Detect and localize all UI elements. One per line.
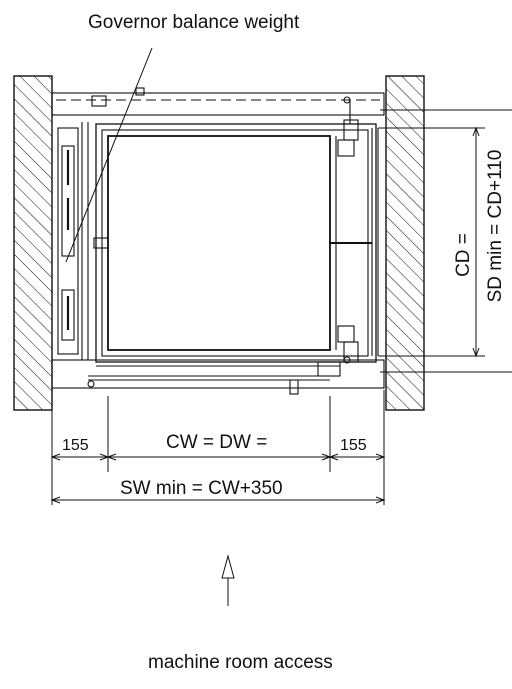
top-landing-strip [51,87,385,116]
cw-dw-label: CW = DW = [166,432,268,453]
depth-dimension-lines [378,109,512,373]
counterweight-frame [57,122,89,360]
right-shaft-wall [385,75,425,411]
machine-room-access-label: machine room access [148,652,333,673]
right-clearance-label: 155 [340,437,367,454]
sw-min-label: SW min = CW+350 [120,478,283,499]
governor-leader-line [65,47,153,263]
bottom-door-strip [51,359,385,395]
left-shaft-wall [13,75,53,411]
access-arrow [221,554,235,606]
width-dimension-lines [50,390,386,505]
left-clearance-label: 155 [62,437,89,454]
sd-min-label: SD min = CD+110 [485,149,506,303]
car-guide-rails [93,96,379,364]
cd-label: CD = [453,233,474,277]
governor-label: Governor balance weight [88,12,300,33]
